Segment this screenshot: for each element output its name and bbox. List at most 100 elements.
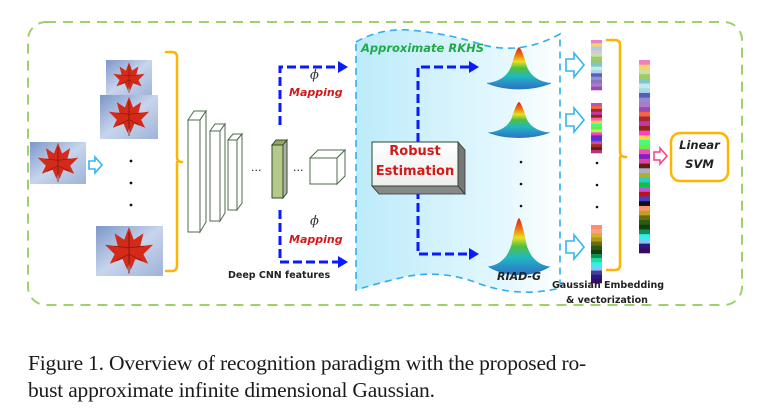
phi-symbol-top: ϕ <box>310 68 319 83</box>
vector-stripe <box>591 120 602 124</box>
vector-stripe <box>639 248 650 254</box>
vector-stripe <box>591 254 602 259</box>
vector-stripe <box>639 182 650 188</box>
vector-stripe <box>591 132 602 136</box>
vector-stripe <box>591 241 602 247</box>
deep-cnn-features-label: Deep CNN features <box>228 270 331 281</box>
vector-stripe <box>639 144 650 150</box>
vector-stripe <box>591 111 602 116</box>
vector-stripe <box>591 43 602 47</box>
embedding-arrow-icon <box>565 105 586 135</box>
vector-stripe <box>639 130 650 136</box>
vector-stripe <box>639 64 650 70</box>
vector-stripe <box>639 135 650 141</box>
vector-stripe <box>639 92 650 98</box>
input-arrow-icon <box>88 154 104 176</box>
vector-stripe <box>591 56 602 61</box>
vectorization-label: & vectorization <box>566 295 648 306</box>
vector-stripe <box>591 70 602 74</box>
vector-stripe <box>591 50 602 54</box>
vector-stripe <box>591 60 602 64</box>
vector-stripe <box>591 147 602 151</box>
vector-stripe <box>639 215 650 221</box>
linear-svm-box <box>669 131 730 183</box>
concatenated-vector <box>639 60 650 254</box>
vector-stripe <box>639 116 650 122</box>
linear-svm-label-line1: Linear <box>679 138 720 152</box>
riad-g-label: RIAD-G <box>497 270 542 283</box>
vector-stripe <box>639 102 650 108</box>
vector-stripe <box>639 107 650 113</box>
vector-stripe <box>639 149 650 155</box>
arrowhead-to-gaussian-n <box>469 248 479 260</box>
vector-stripe <box>591 76 602 81</box>
leaf-image-1 <box>106 60 152 96</box>
vector-stripe <box>639 125 650 131</box>
vector-stripe <box>591 270 602 276</box>
crops-bracket <box>164 50 184 273</box>
mapping-label-top: Mapping <box>289 86 343 99</box>
vector-stripe <box>591 63 602 67</box>
feature-cube-icon <box>308 148 347 186</box>
crop-ellipsis-dots <box>129 159 133 207</box>
vector-stripe <box>639 97 650 103</box>
cnn-ellipsis-2: ··· <box>293 164 304 177</box>
figure-caption: Figure 1. Overview of recognition paradi… <box>28 350 748 404</box>
vector-stripe <box>591 266 602 271</box>
caption-line-2: bust approximate infinite dimensional Ga… <box>28 378 435 402</box>
vector-stripe <box>639 163 650 169</box>
vector-stripe <box>639 158 650 164</box>
vector-stripe <box>639 60 650 66</box>
vector-stripe <box>639 69 650 75</box>
vector-stripe <box>591 66 602 71</box>
vector-stripe <box>591 225 602 230</box>
vector-stripe <box>591 73 602 77</box>
vector-stripe <box>639 234 650 240</box>
vector-stripe <box>639 238 650 244</box>
mapping-label-bottom: Mapping <box>289 233 343 246</box>
vector-stripe <box>639 83 650 89</box>
embedding-vector-n <box>591 225 602 284</box>
mapping-arrow-top <box>278 65 340 125</box>
vector-stripe <box>639 154 650 160</box>
vector-stripe <box>591 53 602 57</box>
vector-stripe <box>591 245 602 251</box>
vector-stripe <box>591 105 602 110</box>
vector-stripe <box>591 135 602 139</box>
vector-ellipsis-dots <box>595 161 599 209</box>
vector-stripe <box>639 78 650 84</box>
svm-input-arrow-icon <box>653 146 668 166</box>
vector-stripe <box>639 201 650 207</box>
caption-line-1: Figure 1. Overview of recognition paradi… <box>28 351 586 375</box>
vector-stripe <box>639 187 650 193</box>
vector-stripe <box>591 129 602 133</box>
vector-stripe <box>591 141 602 145</box>
recognition-paradigm-diagram: ··· ··· <box>27 21 743 306</box>
leaf-image-input <box>30 142 86 184</box>
vector-stripe <box>591 144 602 148</box>
robust-label-line2: Estimation <box>375 164 455 179</box>
phi-symbol-bottom: ϕ <box>310 214 319 229</box>
vector-stripe <box>591 117 602 121</box>
leaf-image-n <box>96 226 163 276</box>
cnn-ellipsis-1: ··· <box>251 164 262 177</box>
vector-stripe <box>639 168 650 174</box>
vector-stripe <box>639 220 650 226</box>
robust-to-gaussian-arrows <box>416 65 470 256</box>
arrowhead-to-gaussian-1 <box>469 61 479 73</box>
vector-stripe <box>591 103 602 107</box>
leaf-image-2 <box>100 95 158 139</box>
embedding-arrows <box>565 50 586 262</box>
vector-stripe <box>591 108 602 113</box>
vector-stripe <box>639 140 650 146</box>
mapping-arrowhead-bottom <box>338 256 348 268</box>
embedding-bracket <box>605 38 628 272</box>
embedding-vector-2 <box>591 103 602 154</box>
vector-stripe <box>591 83 602 87</box>
approximate-rkhs-label: Approximate RKHS <box>361 41 485 55</box>
vector-stripe <box>591 46 602 51</box>
vector-stripe <box>591 237 602 242</box>
gaussian-embedding-label: Gaussian Embedding <box>552 280 665 291</box>
vector-stripe <box>639 111 650 117</box>
vector-stripe <box>639 74 650 80</box>
